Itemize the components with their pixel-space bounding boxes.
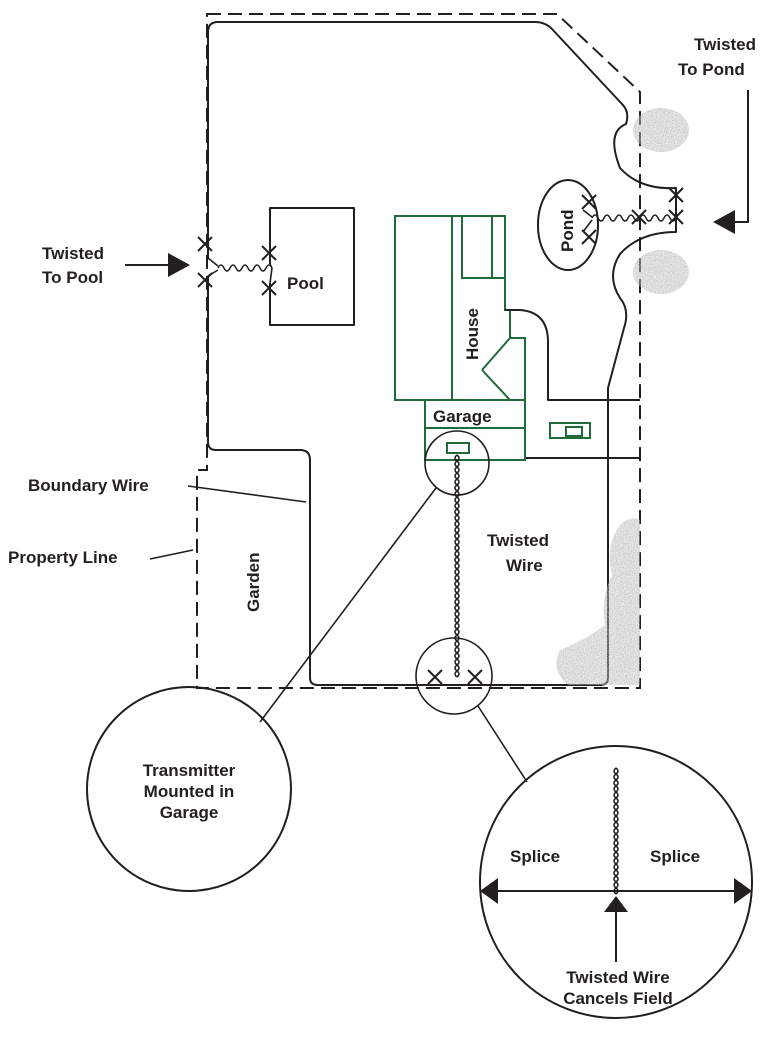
twisted-to-pond-line1: Twisted	[694, 35, 756, 54]
splice-left-label: Splice	[510, 847, 560, 866]
splice-detail-bubble	[479, 745, 753, 1019]
transmitter-text-line2: Mounted in	[144, 782, 235, 801]
car-icon	[549, 422, 591, 439]
property-line-label: Property Line	[8, 548, 118, 567]
boundary-wire-leader	[187, 485, 307, 503]
pool-outline	[269, 207, 355, 326]
garden-label: Garden	[244, 552, 263, 612]
pond-label: Pond	[558, 210, 577, 253]
twisted-to-pool-arrow	[125, 253, 190, 277]
twisted-wire-label-line1: Twisted	[487, 531, 549, 550]
twisted-to-pond-arrow	[713, 90, 749, 234]
driveway	[505, 309, 640, 459]
transmitter-text-line1: Transmitter	[143, 761, 236, 780]
twisted-wire-label-line2: Wire	[506, 556, 543, 575]
splice-detail-arrows	[480, 878, 752, 962]
detail-twisted-wire	[613, 767, 619, 895]
pool-label: Pool	[287, 274, 324, 293]
transmitter-text-line3: Garage	[160, 803, 219, 822]
garage-label: Garage	[433, 407, 492, 426]
splice-right-label: Splice	[650, 847, 700, 866]
shrub-bottom	[556, 518, 640, 685]
garage-outline	[424, 399, 526, 461]
house-outline	[394, 215, 526, 401]
pool-splice-marks	[197, 236, 277, 296]
twisted-to-pond-line2: To Pond	[678, 60, 745, 79]
property-line-leader	[149, 549, 194, 560]
house-label: House	[463, 308, 482, 360]
twisted-to-pool-line1: Twisted	[42, 244, 104, 263]
cancels-field-line2: Cancels Field	[563, 989, 673, 1008]
pond-twisted-wire	[582, 196, 677, 233]
transmitter-leader	[259, 487, 437, 723]
yard-splice-marks	[427, 669, 483, 685]
garage-twisted-wire	[454, 454, 460, 678]
twisted-to-pool-line2: To Pool	[42, 268, 103, 287]
shrub-top	[633, 108, 689, 152]
boundary-wire-label: Boundary Wire	[28, 476, 149, 495]
transmitter-box	[446, 442, 470, 454]
pool-twisted-wire	[207, 257, 273, 284]
shrub-middle	[633, 250, 689, 294]
transmitter-callout-circle	[424, 430, 490, 496]
property-line	[196, 13, 641, 689]
transmitter-detail-bubble	[86, 686, 292, 892]
splice-leader	[477, 705, 528, 783]
car-roof	[565, 426, 583, 437]
pond-splice-marks	[581, 187, 684, 245]
boundary-wire	[207, 21, 677, 686]
pond-outline	[537, 179, 599, 271]
splice-callout-circle	[415, 637, 493, 715]
cancels-field-line1: Twisted Wire	[566, 968, 669, 987]
